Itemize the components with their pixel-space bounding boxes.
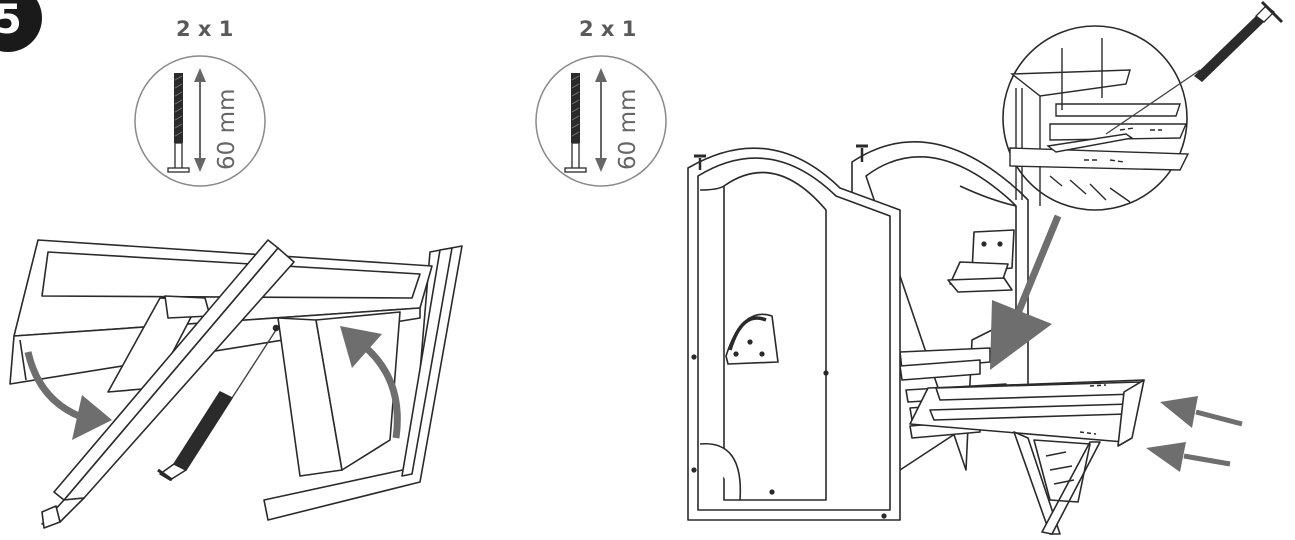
detail-magnifier [1002, 25, 1201, 211]
push-arrow-upper [1160, 396, 1243, 428]
length-dimension-arrow-1 [194, 68, 206, 172]
left-assembly-illustration [9, 239, 463, 529]
rotate-arrow-right [340, 326, 401, 439]
bolt-illustration [157, 324, 280, 482]
top-bolt-right [856, 144, 868, 162]
push-arrow-lower [1146, 442, 1231, 472]
insert-arrow [990, 214, 1062, 370]
bowl-shelf [947, 229, 1015, 293]
rotate-arrow-left [24, 351, 112, 440]
length-dimension-arrow-2 [595, 68, 607, 172]
hardware-callout-1: 2 x 1 60 mm [134, 17, 266, 187]
step-badge: 5 [0, 0, 42, 52]
right-assembly-illustration [687, 141, 1145, 535]
bolt-icon [564, 73, 587, 173]
hardware-circle-1 [134, 55, 266, 187]
hardware-callout-2: 2 x 1 60 mm [535, 17, 667, 187]
quantity-label-1: 2 x 1 [176, 17, 233, 41]
length-label-1: 60 mm [214, 89, 240, 170]
handle [725, 313, 779, 365]
detail-bolt [1194, 0, 1284, 82]
quantity-label-2: 2 x 1 [579, 17, 636, 41]
length-label-2: 60 mm [615, 89, 641, 170]
top-bolt-left [694, 154, 706, 170]
bolt-icon [167, 73, 190, 173]
step-number: 5 [0, 0, 22, 43]
hardware-circle-2 [535, 55, 667, 187]
